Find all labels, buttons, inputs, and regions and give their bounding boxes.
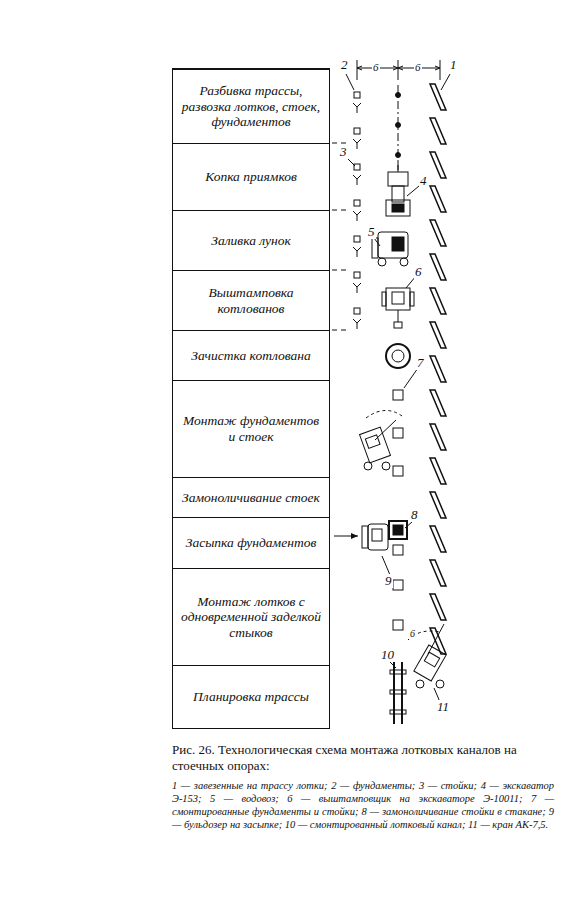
stage-box: Планировка трассы bbox=[172, 665, 330, 729]
stage-text: Замоноличивание стоек bbox=[182, 490, 320, 506]
stage-box: Копка приямков bbox=[172, 143, 330, 211]
callout-number: 2 bbox=[340, 58, 349, 72]
callout-number: 6 bbox=[414, 265, 423, 279]
stage-box: Разбивка трассы, развозка лотков, стоек,… bbox=[172, 68, 330, 144]
callout-number: 4 bbox=[419, 174, 428, 188]
stage-box: Заливка лунок bbox=[172, 210, 330, 271]
stage-text: Монтаж фундаментов и стоек bbox=[179, 413, 323, 444]
stage-text: Разбивка трассы, развозка лотков, стоек,… bbox=[179, 83, 323, 130]
stage-text: Копка приямков bbox=[205, 169, 297, 185]
callout-number: 5 bbox=[367, 225, 376, 239]
dimension-label: 6 bbox=[372, 61, 380, 73]
stage-text: Зачистка котлована bbox=[191, 348, 310, 364]
dimension-label: 6 bbox=[409, 628, 416, 639]
callout-number: 10 bbox=[380, 648, 395, 662]
stage-text: Монтаж лотков с одновременной заделкой с… bbox=[179, 594, 323, 641]
stage-text: Засыпка фундаментов bbox=[186, 535, 317, 551]
callout-number: 11 bbox=[436, 700, 450, 714]
caption-text: Рис. 26. Технологическая схема монтажа л… bbox=[172, 742, 554, 775]
stage-box: Монтаж лотков с одновременной заделкой с… bbox=[172, 568, 330, 666]
stage-text: Заливка лунок bbox=[211, 233, 291, 249]
stage-box: Замоноличивание стоек bbox=[172, 477, 330, 518]
callout-number: 8 bbox=[410, 508, 419, 522]
dimension-label: 6 bbox=[414, 61, 422, 73]
callout-number: 3 bbox=[339, 145, 348, 159]
stage-text: Выштамповка котлованов bbox=[179, 285, 323, 316]
stage-box: Монтаж фундаментов и стоек bbox=[172, 380, 330, 478]
caption-key: 1 — завезенные на трассу лотки; 2 — фунд… bbox=[172, 779, 554, 832]
callout-number: 9 bbox=[384, 574, 393, 588]
callout-number: 7 bbox=[416, 356, 425, 370]
stage-text: Планировка трассы bbox=[193, 689, 309, 705]
stage-box: Зачистка котлована bbox=[172, 330, 330, 381]
stage-box: Выштамповка котлованов bbox=[172, 270, 330, 331]
figure-caption: Рис. 26. Технологическая схема монтажа л… bbox=[172, 742, 554, 831]
stage-box: Засыпка фундаментов bbox=[172, 517, 330, 569]
callout-number: 1 bbox=[449, 58, 458, 72]
